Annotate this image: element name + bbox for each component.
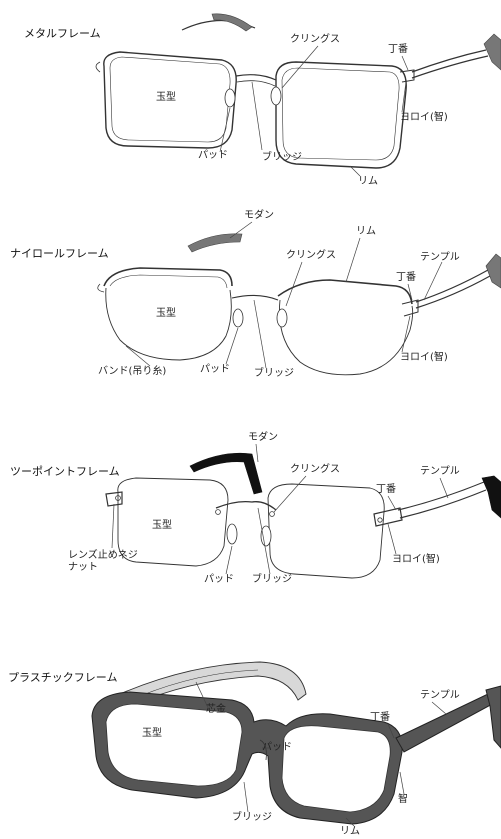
label-hinge: 丁番	[396, 272, 416, 283]
label-hinge: 丁番	[388, 44, 408, 55]
label-core-wire: 芯金	[206, 704, 226, 715]
two-point-frame-title: ツーポイントフレーム	[10, 465, 120, 478]
plastic-frame-illustration	[91, 661, 501, 827]
metal-frame-illustration	[95, 13, 501, 177]
label-hinge: 丁番	[370, 712, 390, 723]
label-lens-shape: 玉型	[156, 308, 176, 319]
label-bridge: ブリッジ	[232, 812, 272, 823]
label-temple-tip: モダン	[244, 210, 274, 221]
nylor-frame-title: ナイロールフレーム	[10, 247, 109, 260]
label-lens-shape: 玉型	[152, 520, 172, 531]
label-temple: テンプル	[420, 252, 460, 263]
metal-frame-title: メタルフレーム	[24, 27, 101, 40]
label-pad: パッド	[200, 364, 230, 375]
plastic-frame-title: プラスチックフレーム	[8, 671, 118, 684]
label-pad: パッド	[198, 150, 228, 161]
label-temple: テンプル	[420, 690, 460, 701]
label-lens-screw: レンズ止めネジ	[68, 550, 138, 561]
label-bridge: ブリッジ	[254, 368, 294, 379]
label-pad: パッド	[262, 742, 292, 753]
label-lens-shape: 玉型	[156, 92, 176, 103]
label-rim: リム	[358, 176, 378, 187]
label-nylon-thread: バンド(吊り糸)	[98, 366, 167, 377]
label-pad: パッド	[204, 574, 234, 585]
label-clings: クリングス	[290, 464, 340, 475]
two-point-frame-illustration	[105, 443, 501, 579]
label-rim: リム	[340, 826, 360, 837]
label-bridge: ブリッジ	[252, 574, 292, 585]
label-hinge: 丁番	[376, 484, 396, 495]
label-temple: テンプル	[420, 466, 460, 477]
label-bridge: ブリッジ	[262, 152, 302, 163]
label-temple-tip: モダン	[248, 432, 278, 443]
label-endpiece: ヨロイ(智)	[392, 554, 440, 565]
label-clings: クリングス	[290, 34, 340, 45]
label-nut: ナット	[68, 562, 98, 573]
label-endpiece: 智	[398, 794, 408, 805]
label-endpiece: ヨロイ(智)	[400, 352, 448, 363]
nylor-frame-illustration	[97, 221, 501, 376]
label-clings: クリングス	[286, 250, 336, 261]
label-endpiece: ヨロイ(智)	[400, 112, 448, 123]
label-lens-shape: 玉型	[142, 728, 162, 739]
label-rim: リム	[356, 226, 376, 237]
